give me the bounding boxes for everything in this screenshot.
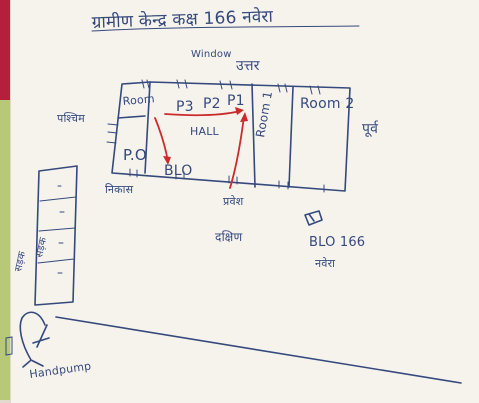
handpump-base-icon — [5, 336, 13, 356]
page-heading: ग्रामीण केन्द्र कक्ष 166 नवेरा — [91, 6, 273, 33]
hall-right-wall — [251, 83, 256, 188]
left-arrowhead — [163, 156, 171, 165]
handpump-area: Handpump — [5, 311, 92, 381]
wall-ticks-bottom — [129, 168, 325, 193]
door-ticks-left — [106, 123, 119, 144]
paper-sheet — [10, 0, 479, 403]
booth-name-label: नवेरा — [315, 257, 335, 270]
road-label-side: सड़क — [13, 250, 28, 272]
p3-label: P3 — [176, 99, 194, 115]
heading-group: ग्रामीण केन्द्र कक्ष 166 नवेरा — [91, 6, 360, 33]
west-label: पश्चिम — [57, 112, 85, 125]
room1-label: Room 1 — [253, 90, 275, 139]
entry-flow-arrow — [229, 115, 245, 189]
window-ticks-top — [141, 79, 321, 95]
road-outline — [34, 165, 78, 306]
po-label: P.O — [123, 146, 147, 164]
left-room-wall — [117, 115, 146, 119]
long-boundary-line — [55, 316, 462, 384]
floor-plan: Window उत्तर पश्चिम पूर्व Room P3 P2 P1 … — [57, 49, 379, 244]
booth-number-label: BLO 166 — [309, 235, 365, 250]
booth-info: BLO 166 नवेरा — [304, 210, 365, 270]
road-ticks — [57, 185, 65, 274]
south-label: दक्षिण — [215, 230, 242, 244]
handpump-icon — [19, 311, 50, 368]
queue-arrow — [164, 110, 241, 117]
road-label-left: सड़क — [34, 236, 49, 258]
exit-label: निकास — [105, 183, 134, 196]
booth-stamp-icon — [304, 210, 323, 226]
heading-underline — [91, 25, 360, 32]
road-sketch: सड़क सड़क — [13, 165, 78, 306]
building-outline — [111, 81, 351, 192]
room2-label: Room 2 — [300, 96, 354, 112]
p1-label: P1 — [227, 93, 245, 109]
room-divider — [288, 86, 294, 188]
north-label: उत्तर — [236, 58, 260, 74]
road-segments — [37, 196, 77, 264]
queue-arrowhead — [235, 107, 244, 115]
hall-label: HALL — [190, 125, 220, 138]
left-flow-arrow — [154, 117, 169, 163]
east-label: पूर्व — [362, 120, 379, 137]
entry-label: प्रवेश — [223, 195, 244, 208]
window-label: Window — [191, 49, 232, 60]
entry-arrowhead — [240, 112, 248, 122]
p2-label: P2 — [203, 96, 221, 112]
left-wall — [144, 81, 151, 174]
left-room-label: Room — [122, 92, 155, 108]
blo-plan-label: BLO — [164, 163, 193, 179]
